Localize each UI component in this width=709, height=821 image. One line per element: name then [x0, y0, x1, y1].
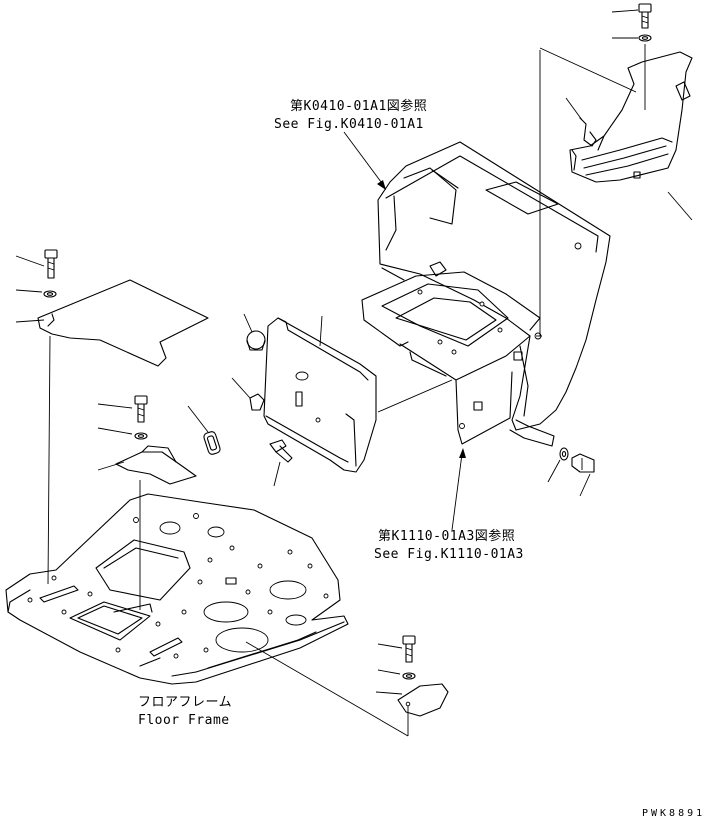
- reference-label-upper-en: See Fig.K0410-01A1: [274, 117, 424, 132]
- washer-inspection-cover: [402, 672, 416, 680]
- console-box: [361, 50, 611, 447]
- side-cover-assembly: [539, 3, 693, 221]
- bolt-top-right: [611, 3, 652, 29]
- washer-floor-bracket: [134, 432, 148, 440]
- floor-frame-label-jp: フロアフレーム: [138, 695, 232, 710]
- left-cover-plate: [15, 249, 209, 585]
- reference-arrow-lower: [451, 448, 466, 531]
- inspection-cover-assembly: [375, 635, 449, 736]
- front-panel: [263, 315, 453, 473]
- reference-label-lower-en: See Fig.K1110-01A3: [374, 547, 524, 562]
- reference-arrow-upper: [343, 131, 386, 190]
- bolt-inspection-cover: [402, 635, 416, 663]
- reference-label-lower-jp: 第K1110-01A3図参照: [378, 528, 515, 544]
- floor-frame: [5, 493, 409, 737]
- cover-ring: [187, 405, 221, 455]
- grommet: [231, 377, 265, 411]
- reference-label-upper-jp: 第K0410-01A1図参照: [290, 98, 427, 114]
- bolt-floor-bracket: [134, 395, 148, 423]
- bracket-clip: [565, 97, 597, 147]
- side-cover: [569, 51, 693, 183]
- washer-left: [43, 290, 57, 298]
- floor-bracket-assembly: [97, 395, 197, 610]
- floor-frame-label-en: Floor Frame: [138, 713, 230, 728]
- washer-top-right: [612, 34, 652, 42]
- bolt-console-right: [547, 447, 595, 497]
- cap-plug: [243, 313, 266, 351]
- drawing-code: PWK8891: [642, 808, 705, 819]
- small-bolt: [269, 439, 293, 487]
- bolt-left: [44, 249, 58, 279]
